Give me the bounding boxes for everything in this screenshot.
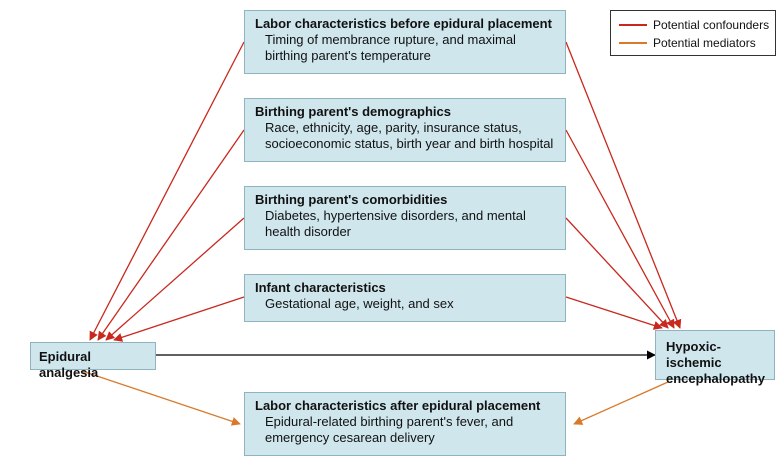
box-line: Timing of membrance rupture, and maximal: [265, 32, 516, 47]
arrow-c2-to-outcome: [565, 129, 675, 329]
exposure-label: Epidural analgesia: [39, 349, 99, 380]
box-line: Race, ethnicity, age, parity, insurance …: [265, 120, 522, 135]
box-line: Epidural-related birthing parent's fever…: [265, 414, 514, 429]
box-title: Labor characteristics before epidural pl…: [255, 16, 552, 31]
exposure-node: Epidural analgesia: [30, 342, 156, 380]
legend-item-confounders: Potential confounders: [619, 18, 769, 32]
outcome-label-line2: encephalopathy: [666, 371, 765, 386]
arrow-c1-to-exposure: [89, 41, 245, 341]
box-title: Labor characteristics after epidural pla…: [255, 398, 541, 413]
confounder-box-comorbidities: Birthing parent's comorbidities Diabetes…: [244, 186, 566, 250]
box-title: Birthing parent's demographics: [255, 104, 451, 119]
arrow-exposure-to-mediator: [81, 370, 241, 426]
confounder-box-labor-before: Labor characteristics before epidural pl…: [244, 10, 566, 74]
arrow-c3-to-outcome: [565, 217, 669, 329]
confounder-box-infant: Infant characteristics Gestational age, …: [244, 274, 566, 322]
outcome-label-line1: Hypoxic-ischemic: [666, 339, 722, 370]
arrow-c4-to-exposure: [113, 296, 245, 342]
arrow-c3-to-exposure: [105, 217, 245, 341]
mediator-box-labor-after: Labor characteristics after epidural pla…: [244, 392, 566, 456]
box-line: emergency cesarean delivery: [265, 430, 435, 445]
box-line: Gestational age, weight, and sex: [265, 296, 454, 311]
box-line: birthing parent's temperature: [265, 48, 431, 63]
box-line: Diabetes, hypertensive disorders, and me…: [265, 208, 526, 223]
arrow-c2-to-exposure: [97, 129, 245, 341]
box-line: socioeconomic status, birth year and bir…: [265, 136, 554, 151]
box-line: health disorder: [265, 224, 351, 239]
confounder-box-demographics: Birthing parent's demographics Race, eth…: [244, 98, 566, 162]
arrow-c1-to-outcome: [565, 41, 682, 329]
box-title: Birthing parent's comorbidities: [255, 192, 448, 207]
legend: Potential confounders Potential mediator…: [610, 10, 776, 56]
arrow-c4-to-outcome: [565, 296, 663, 330]
confounder-line-swatch: [619, 24, 647, 26]
box-title: Infant characteristics: [255, 280, 386, 295]
outcome-node: Hypoxic-ischemic encephalopathy: [655, 330, 775, 386]
mediator-line-swatch: [619, 42, 647, 44]
legend-item-mediators: Potential mediators: [619, 36, 756, 50]
legend-label-mediators: Potential mediators: [653, 36, 756, 50]
arrow-mediator-to-outcome: [573, 381, 669, 425]
legend-label-confounders: Potential confounders: [653, 18, 770, 32]
